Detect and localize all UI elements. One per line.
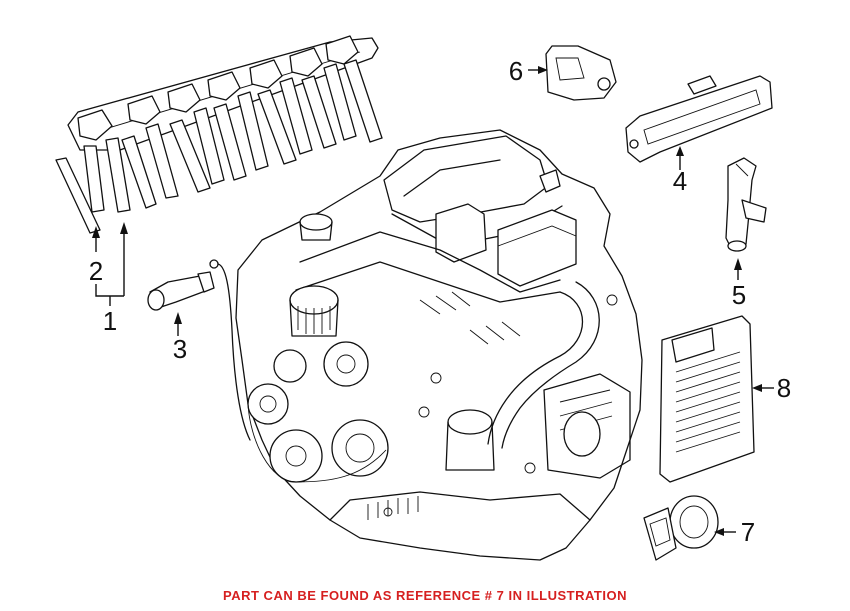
module-part-4 — [625, 75, 773, 170]
ignition-coil-rail — [55, 35, 383, 234]
sensor-part-3 — [147, 271, 215, 336]
ecm-part-8 — [659, 315, 774, 483]
engine-assembly — [209, 129, 643, 561]
callout-8: 8 — [777, 373, 791, 403]
callout-5: 5 — [732, 280, 746, 310]
sensor-part-6 — [528, 45, 617, 101]
callout-2: 2 — [89, 256, 103, 286]
callout-6: 6 — [509, 56, 523, 86]
callout-3: 3 — [173, 334, 187, 364]
sensor-part-5 — [725, 157, 767, 280]
sensor-part-7 — [643, 495, 736, 561]
callout-7: 7 — [741, 517, 755, 547]
callout-4: 4 — [673, 166, 687, 196]
callout-1: 1 — [103, 306, 117, 336]
reference-caption: PART CAN BE FOUND AS REFERENCE # 7 IN IL… — [223, 588, 627, 603]
leader-1-2 — [92, 222, 128, 306]
